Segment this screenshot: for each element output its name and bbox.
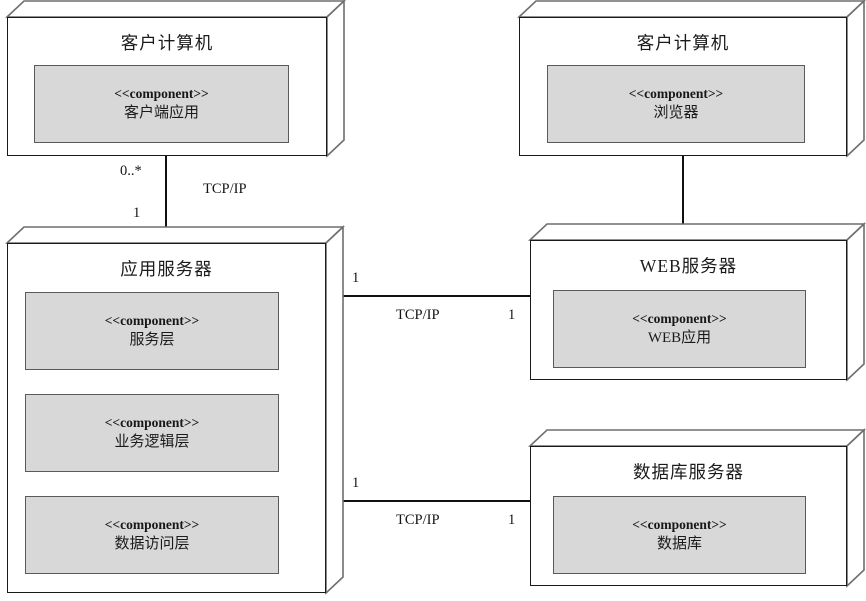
- protocol-label-client-to-appserver: TCP/IP: [203, 181, 247, 197]
- component-box[interactable]: <<component>> 客户端应用: [34, 65, 289, 143]
- node-client-computer-app[interactable]: 客户计算机 <<component>> 客户端应用: [4, 0, 347, 158]
- node-3d-top-face: [4, 0, 347, 158]
- connector-client-to-appserver: [165, 155, 167, 245]
- node-title: WEB服务器: [639, 256, 738, 276]
- node-title: 数据库服务器: [633, 462, 744, 482]
- component-name: 业务逻辑层: [114, 433, 190, 450]
- connector-appserver-to-webserver: [326, 295, 534, 297]
- component-name: 数据访问层: [114, 535, 190, 552]
- component-name: 服务层: [129, 331, 175, 348]
- component-stereotype: <<component>>: [632, 310, 727, 326]
- multiplicity-client-to-appserver-source: 0..*: [120, 163, 142, 179]
- component-stereotype: <<component>>: [104, 312, 200, 328]
- node-web-server[interactable]: WEB服务器 <<component>> WEB应用: [527, 222, 866, 382]
- component-box[interactable]: <<component>> 浏览器: [547, 65, 805, 143]
- component-box[interactable]: <<component>> 服务层: [25, 292, 279, 370]
- connector-appserver-to-dbserver: [326, 500, 534, 502]
- protocol-label-appserver-to-webserver: TCP/IP: [396, 307, 440, 323]
- component-stereotype: <<component>>: [628, 85, 724, 101]
- node-client-computer-browser[interactable]: 客户计算机 <<component>> 浏览器: [516, 0, 866, 158]
- node-app-server[interactable]: 应用服务器 <<component>> 服务层 <<component>> 业务…: [4, 225, 346, 595]
- multiplicity-appserver-to-dbserver-source: 1: [352, 475, 360, 491]
- component-name: 数据库: [656, 535, 702, 552]
- multiplicity-appserver-to-webserver-target: 1: [508, 307, 516, 323]
- component-stereotype: <<component>>: [104, 414, 200, 430]
- component-box[interactable]: <<component>> 数据访问层: [25, 496, 279, 574]
- connector-browser-to-webserver: [682, 156, 684, 242]
- component-stereotype: <<component>>: [632, 516, 727, 532]
- node-3d-top-face: [527, 428, 866, 588]
- multiplicity-client-to-appserver-target: 1: [133, 205, 141, 221]
- node-3d-top-face: [527, 222, 866, 382]
- component-stereotype: <<component>>: [104, 516, 200, 532]
- node-3d-top-face: [4, 225, 346, 595]
- component-box[interactable]: <<component>> WEB应用: [553, 290, 806, 368]
- node-title: 客户计算机: [636, 33, 730, 53]
- node-title: 应用服务器: [120, 259, 213, 279]
- component-box[interactable]: <<component>> 业务逻辑层: [25, 394, 279, 472]
- component-name: WEB应用: [647, 329, 712, 346]
- multiplicity-appserver-to-dbserver-target: 1: [508, 512, 516, 528]
- protocol-label-appserver-to-dbserver: TCP/IP: [396, 512, 440, 528]
- node-db-server[interactable]: 数据库服务器 <<component>> 数据库: [527, 428, 866, 588]
- component-box[interactable]: <<component>> 数据库: [553, 496, 806, 574]
- multiplicity-appserver-to-webserver-source: 1: [352, 270, 360, 286]
- node-title: 客户计算机: [120, 33, 214, 53]
- component-name: 浏览器: [653, 104, 699, 121]
- component-stereotype: <<component>>: [114, 85, 209, 101]
- component-name: 客户端应用: [123, 104, 199, 121]
